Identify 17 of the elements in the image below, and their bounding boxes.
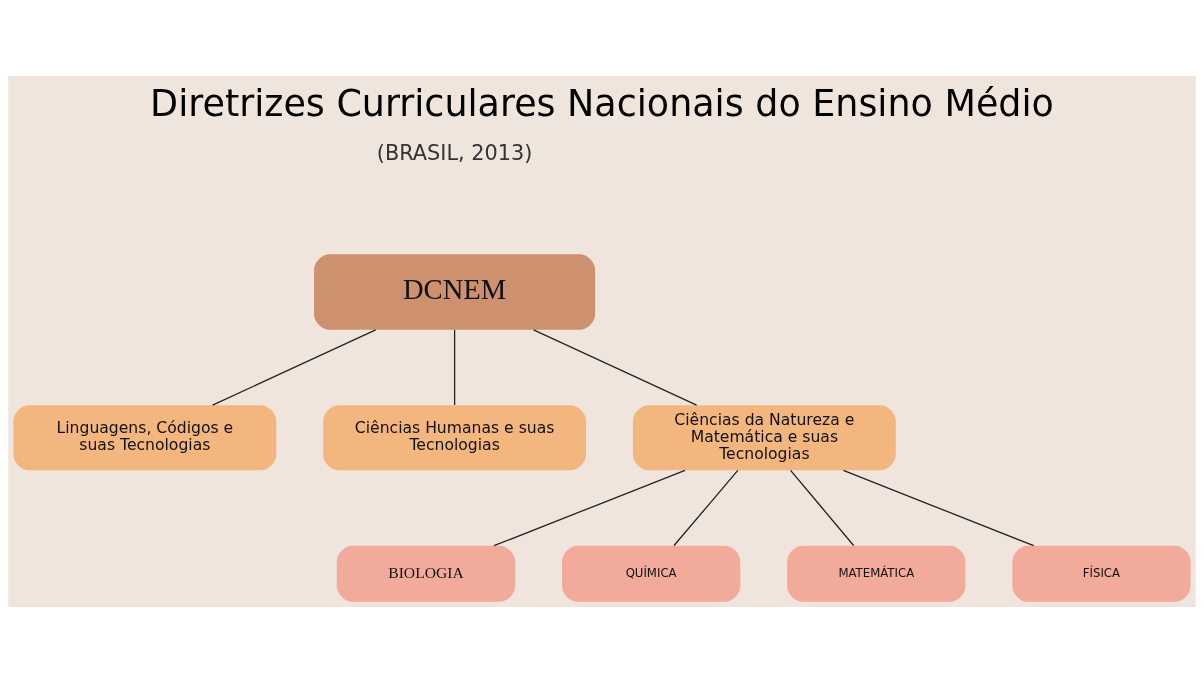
node-box: Linguagens, Códigos e suas Tecnologias: [13, 404, 277, 470]
connector: [673, 469, 739, 546]
node-box: DCNEM: [314, 253, 596, 330]
node-box: QUÍMICA: [562, 545, 741, 602]
node-box: FÍSICA: [1012, 545, 1191, 602]
label: (BRASIL, 2013): [376, 140, 533, 165]
node-box: Ciências Humanas e suas Tecnologias: [323, 404, 587, 470]
connector: [453, 328, 456, 406]
connector: [493, 469, 686, 546]
node-box: MATEMÁTICA: [787, 545, 966, 602]
node-box: BIOLOGIA: [336, 545, 516, 602]
connector: [842, 469, 1035, 546]
connector: [789, 469, 855, 546]
connector: [532, 328, 698, 406]
diagram-title: Diretrizes Curriculares Nacionais do Ensino Médio: [150, 81, 1054, 125]
node-box: Ciências da Natureza e Matemática e suas Tecnologias: [632, 404, 896, 470]
connector: [212, 328, 377, 406]
